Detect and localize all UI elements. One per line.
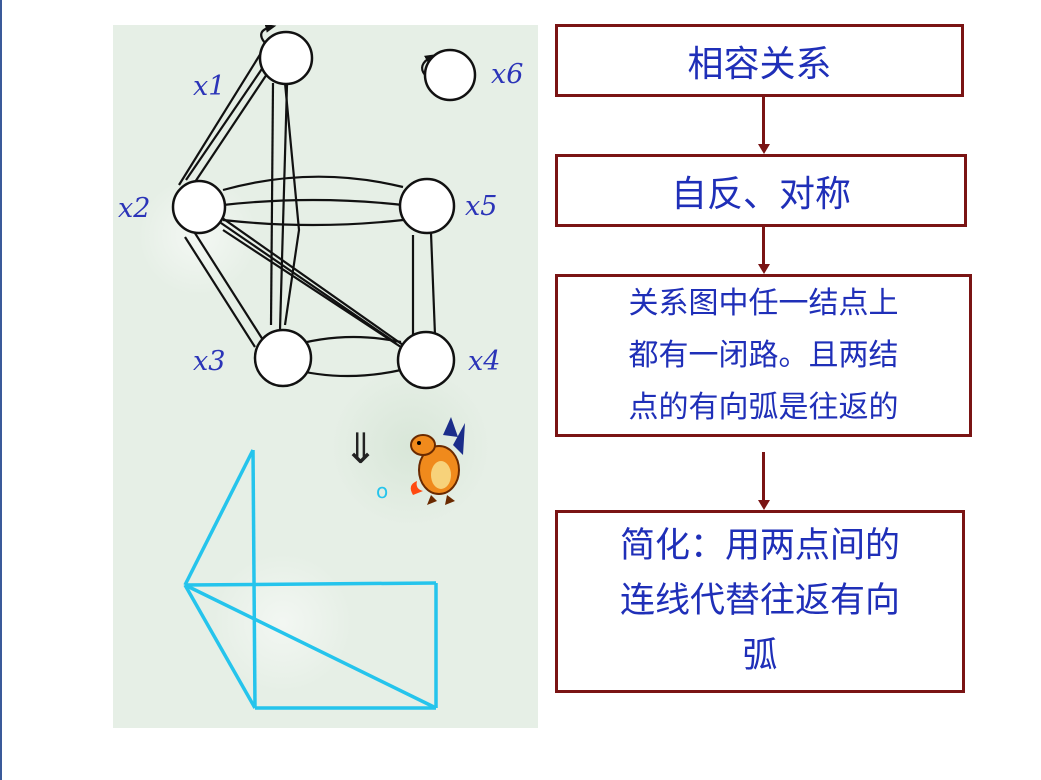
slide-left-border bbox=[0, 0, 2, 780]
relation-graph-svg: x1 x2 x3 x4 x5 x6 ⇓ o bbox=[118, 25, 523, 710]
node-labels: x1 x2 x3 x4 x5 x6 bbox=[118, 59, 523, 377]
edge-x3-x2 bbox=[184, 236, 256, 348]
edge-x1-x3 bbox=[269, 82, 275, 326]
relation-graph-figure: x1 x2 x3 x4 x5 x6 ⇓ o bbox=[113, 25, 538, 728]
flow-box-reflexive-symmetric: 自反、对称 bbox=[555, 154, 967, 227]
loop-x1 bbox=[260, 25, 277, 44]
node-x5 bbox=[398, 177, 456, 235]
edge-x2-x4-c bbox=[220, 222, 397, 344]
flow-box-simplification: 简化：用两点间的 连线代替往返有向 弧 bbox=[555, 510, 965, 693]
label-x6: x6 bbox=[491, 59, 523, 90]
graph-nodes bbox=[171, 30, 477, 390]
edge-x2-x5-top bbox=[222, 175, 404, 192]
simplified-edge-x2-x5 bbox=[184, 581, 437, 587]
arrowhead-1-2 bbox=[758, 144, 770, 154]
edge-x5-x4 bbox=[429, 232, 437, 336]
simplified-edge-x2-x3 bbox=[183, 584, 257, 709]
simplified-edge-x1-x3 bbox=[251, 449, 257, 709]
node-x3 bbox=[253, 328, 313, 388]
box4-line-1: 简化：用两点间的 bbox=[619, 526, 900, 566]
down-arrow-symbol: ⇓ bbox=[343, 424, 378, 473]
directed-edges bbox=[178, 25, 437, 378]
flow-box-loop-description: 关系图中任一结点上 都有一闭路。且两结 点的有向弧是往返的 bbox=[555, 274, 972, 437]
edge-x2-x4-a bbox=[217, 214, 404, 346]
label-x3: x3 bbox=[193, 346, 225, 377]
edge-x1-x4 bbox=[283, 82, 301, 326]
node-x4 bbox=[396, 330, 456, 390]
box2-text: 自反、对称 bbox=[670, 173, 851, 215]
edge-x2-x5-low bbox=[222, 218, 404, 227]
simplified-graph bbox=[183, 449, 438, 710]
label-x5: x5 bbox=[465, 191, 497, 222]
box4-line-2: 连线代替往返有向 bbox=[619, 581, 900, 621]
box4-line-3: 弧 bbox=[742, 636, 778, 676]
dragon-mascot-icon bbox=[410, 417, 465, 505]
label-x2: x2 bbox=[118, 193, 150, 224]
edge-x3-x1 bbox=[278, 84, 289, 331]
connector-1-2 bbox=[762, 97, 765, 144]
connector-3-4 bbox=[762, 452, 765, 500]
node-x2 bbox=[171, 179, 227, 235]
edge-x1-x2 bbox=[185, 59, 269, 181]
edge-x2-x1 bbox=[192, 64, 274, 186]
label-x1: x1 bbox=[193, 71, 225, 102]
arrowhead-3-4 bbox=[758, 500, 770, 510]
edge-x2-x3 bbox=[192, 229, 264, 341]
small-circle-symbol: o bbox=[376, 479, 388, 503]
simplified-edge-x1-x2 bbox=[183, 449, 255, 586]
node-x1 bbox=[258, 30, 314, 86]
edge-x1-x2-b bbox=[178, 52, 262, 186]
connector-2-3 bbox=[762, 227, 765, 264]
simplified-edge-x2-x4 bbox=[184, 583, 437, 710]
box3-line-3: 点的有向弧是往返的 bbox=[628, 389, 899, 425]
label-x4: x4 bbox=[468, 346, 500, 377]
edge-x5-x2-mid bbox=[222, 198, 404, 207]
flow-box-compatibility-relation: 相容关系 bbox=[555, 24, 964, 97]
box3-line-1: 关系图中任一结点上 bbox=[628, 285, 899, 321]
node-x6 bbox=[423, 48, 477, 102]
box3-line-2: 都有一闭路。且两结 bbox=[628, 337, 899, 373]
box1-text: 相容关系 bbox=[687, 43, 832, 85]
arrowhead-2-3 bbox=[758, 264, 770, 274]
